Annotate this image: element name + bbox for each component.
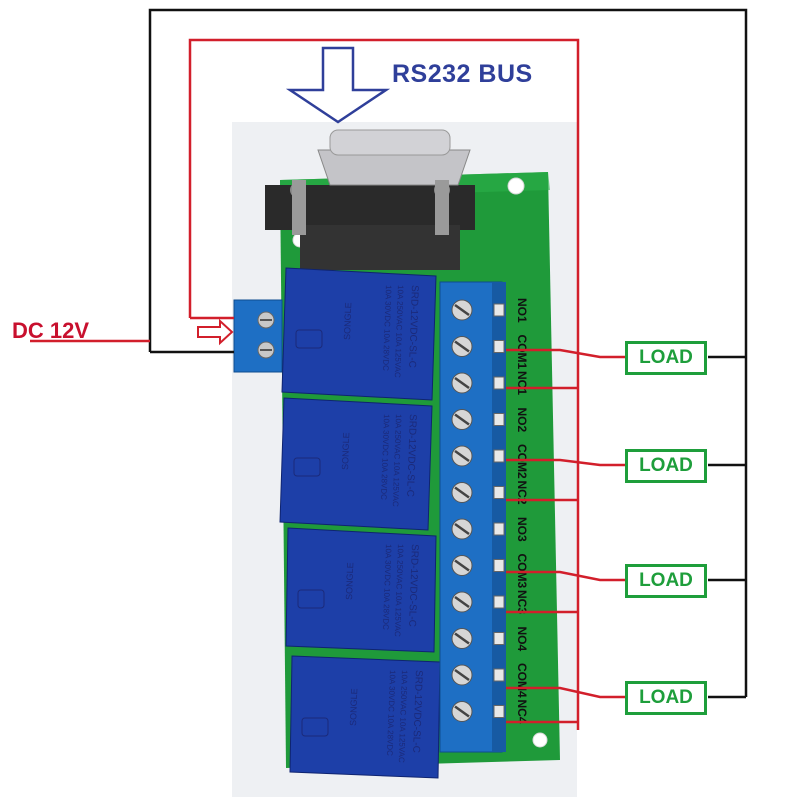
relay-brand-text: SONGLE: [342, 302, 353, 340]
screw-slot: [454, 376, 470, 390]
pin-label: COM4: [515, 663, 529, 698]
relay-rating-text: 10A 250VAC 10A 125VAC: [391, 414, 403, 507]
load-box-1: LOAD: [625, 341, 707, 375]
wire-entry: [493, 632, 505, 645]
output-terminal-strip: [439, 281, 506, 753]
relay-4: SRD-12VDC-SL-C 10A 250VAC 10A 125VAC 10A…: [289, 655, 441, 779]
relay-1: SRD-12VDC-SL-C 10A 250VAC 10A 125VAC 10A…: [281, 267, 437, 401]
bus-arrow-icon: [285, 46, 391, 124]
pin-label: NC3: [515, 590, 529, 614]
relay-rating-text: 10A 250VAC 10A 125VAC: [397, 670, 409, 763]
wire-entry: [493, 303, 505, 317]
wire-entry: [493, 559, 505, 572]
dc-12v-label: DC 12V: [12, 318, 90, 343]
screw-slot: [454, 668, 470, 682]
wire-entry: [493, 376, 505, 390]
mount-hole: [507, 177, 525, 195]
load-box-4: LOAD: [625, 681, 707, 715]
relay-brand-text: SONGLE: [340, 432, 351, 470]
screw-slot: [454, 413, 470, 426]
relay-model-text: SRD-12VDC-SL-C: [406, 544, 420, 627]
db9-connector: [265, 129, 475, 270]
relay-3: SRD-12VDC-SL-C 10A 250VAC 10A 125VAC 10A…: [285, 527, 437, 653]
wire-entry: [493, 595, 505, 609]
relay-brand-text: SONGLE: [348, 688, 359, 726]
red-wires: [30, 38, 625, 730]
relay-2: SRD-12VDC-SL-C 10A 250VAC 10A 125VAC 10A…: [279, 397, 433, 531]
dc-terminal: [233, 299, 283, 373]
relay-model-text: SRD-12VDC-SL-C: [404, 414, 418, 497]
wire-entry: [493, 486, 505, 499]
black-wires: [148, 8, 748, 699]
wire-entry: [493, 705, 505, 718]
rs232-bus-label: RS232 BUS: [392, 60, 533, 88]
relay-rating-text: 10A 30VDC 10A 28VDC: [381, 285, 393, 371]
wire-entry: [493, 522, 505, 536]
pin-label: COM1: [515, 335, 529, 370]
relay-brand-text: SONGLE: [344, 562, 355, 600]
pin-label: NO1: [515, 298, 529, 323]
screw-slot: [454, 449, 470, 463]
pin-label: NO3: [515, 517, 529, 542]
screw-slot: [454, 705, 470, 718]
relay-model-text: SRD-12VDC-SL-C: [410, 670, 424, 753]
screw-slot: [454, 632, 470, 645]
screw-slot: [454, 595, 470, 609]
relays: SRD-12VDC-SL-C 10A 250VAC 10A 125VAC 10A…: [279, 267, 441, 779]
screw-slot: [454, 486, 470, 499]
cert-logo: [297, 589, 325, 609]
load-box-3: LOAD: [625, 564, 707, 598]
cert-logo: [293, 457, 321, 477]
pin-label: NC4: [515, 700, 529, 724]
relay-rating-text: 10A 30VDC 10A 28VDC: [385, 670, 397, 756]
relay-rating-text: 10A 30VDC 10A 28VDC: [381, 544, 393, 630]
wire-entry: [493, 668, 505, 682]
wire-entry: [493, 413, 505, 426]
pin-label: NC1: [515, 371, 529, 395]
pin-label: NO4: [515, 627, 529, 652]
wire-entry: [493, 449, 505, 463]
screw-slot: [454, 559, 470, 572]
relay-rating-text: 10A 250VAC 10A 125VAC: [393, 544, 405, 637]
relay-model-text: SRD-12VDC-SL-C: [406, 285, 420, 368]
pin-label: NO2: [515, 408, 529, 433]
mount-hole: [532, 732, 548, 748]
cert-logo: [301, 717, 329, 737]
pin-label: COM2: [515, 444, 529, 479]
screw-slot: [454, 303, 470, 317]
relay-rating-text: 10A 250VAC 10A 125VAC: [393, 285, 405, 378]
load-box-2: LOAD: [625, 449, 707, 483]
screw-slot: [454, 340, 470, 353]
screw-slot: [454, 522, 470, 536]
cert-logo: [295, 329, 323, 349]
wire-entry: [493, 340, 505, 353]
relay-rating-text: 10A 30VDC 10A 28VDC: [379, 414, 391, 500]
dc-input-arrow-icon: [197, 318, 234, 346]
pin-label: NC2: [515, 481, 529, 505]
